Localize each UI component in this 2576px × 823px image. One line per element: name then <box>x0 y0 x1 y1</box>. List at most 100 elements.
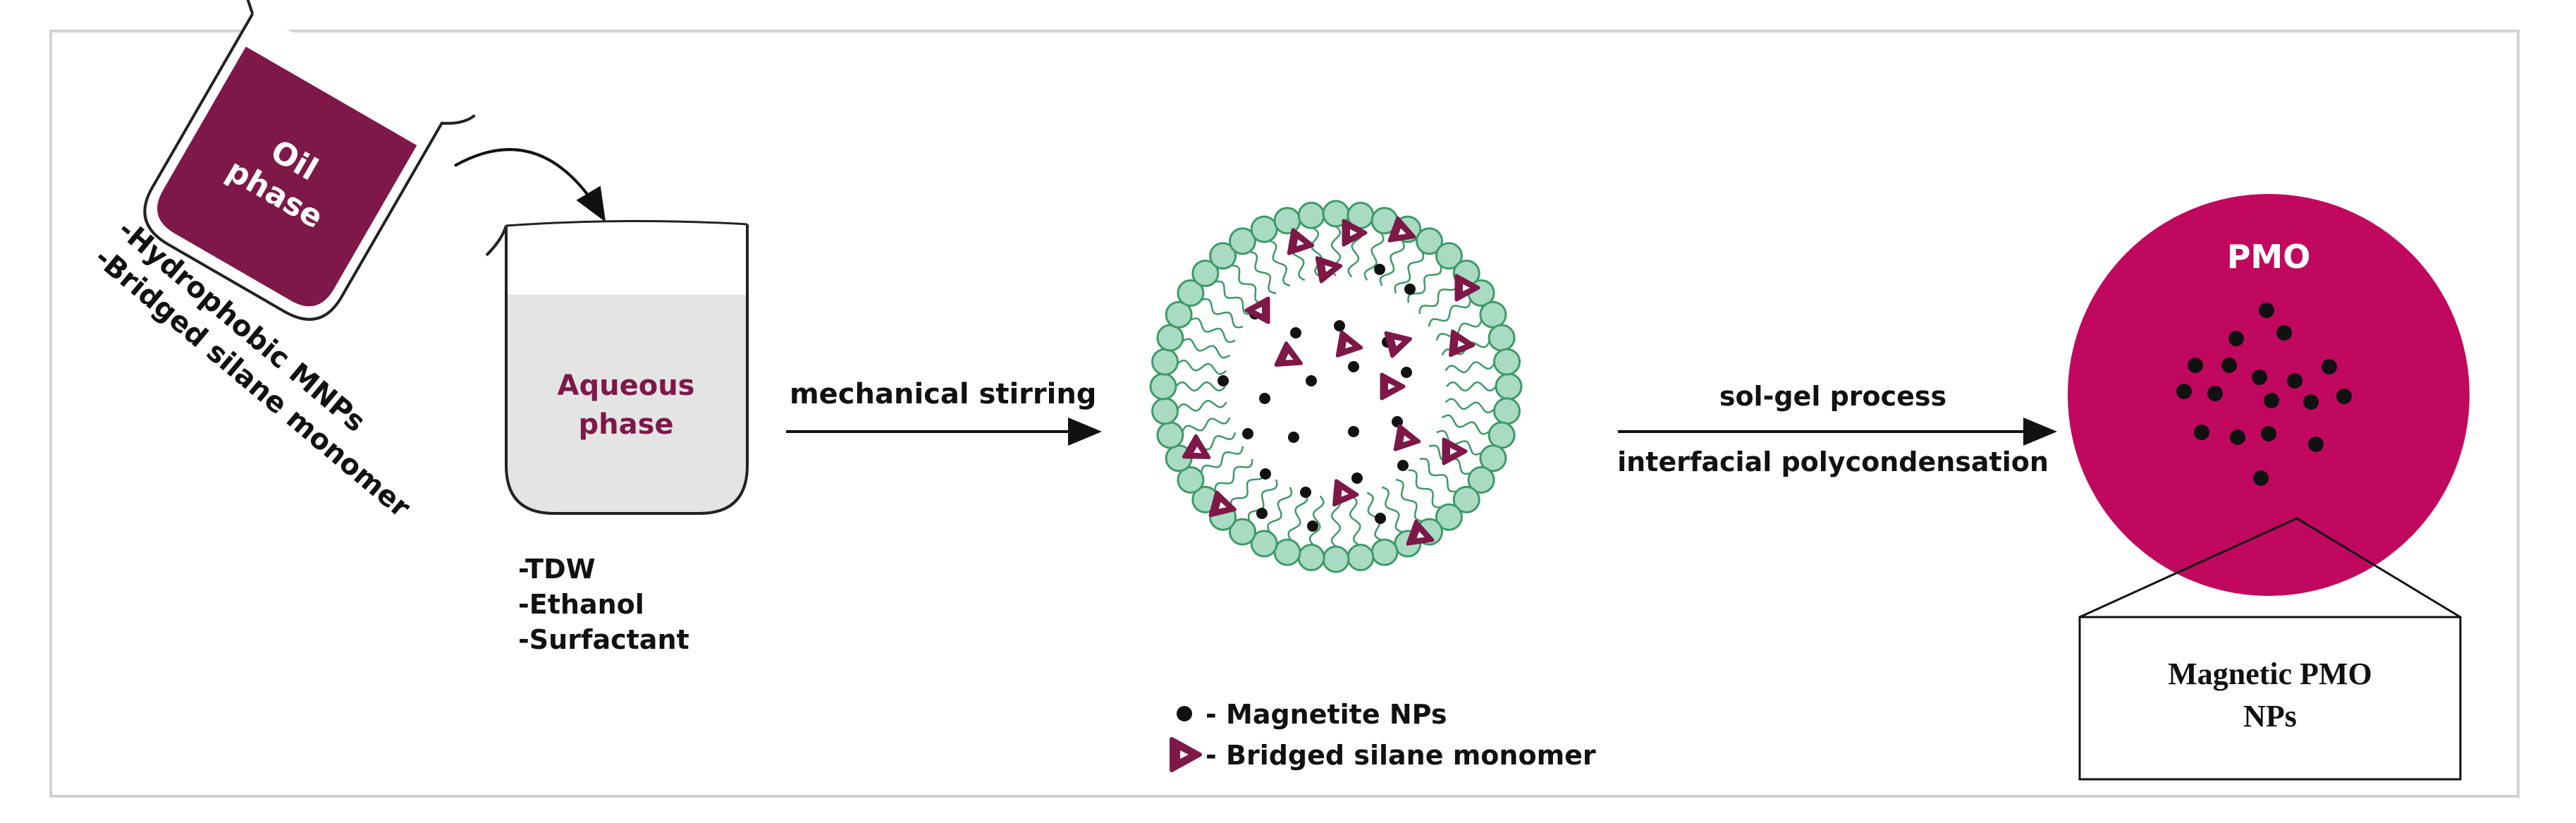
surfactant-tail <box>1231 264 1264 304</box>
surfactant-tail <box>1201 298 1244 329</box>
legend-magnetite-label: - Magnetite NPs <box>1206 699 1447 730</box>
surfactant-tail <box>1308 495 1325 546</box>
surfactant-head <box>1479 444 1507 473</box>
surfactant-head <box>1151 348 1179 376</box>
product-magnetite-np <box>2276 325 2292 341</box>
surfactant-tail <box>1182 338 1230 359</box>
surfactant-head <box>1452 485 1480 513</box>
magnetite-np <box>1218 375 1229 386</box>
silane-monomer <box>1442 437 1468 465</box>
surfactant-tail <box>1366 492 1382 541</box>
step2-label-top: sol-gel process <box>1719 381 1946 412</box>
surfactant-head <box>1229 227 1256 255</box>
legend-magnetite-dot <box>1177 706 1192 721</box>
product-magnetite-np <box>2259 303 2274 318</box>
surfactant-head <box>1165 300 1193 329</box>
surfactant-tail <box>1418 281 1458 315</box>
surfactant-tail <box>1267 487 1293 532</box>
silane-monomer <box>1315 256 1343 284</box>
surfactant-tail <box>1269 240 1291 287</box>
surfactant-head <box>1177 466 1205 494</box>
aqueous-phase-label: Aqueous <box>558 370 695 402</box>
surfactant-tail <box>1394 251 1425 294</box>
surfactant-tail <box>1229 470 1265 508</box>
aqueous-beaker: Aqueous phase <box>485 219 749 515</box>
surfactant-tail <box>1419 458 1457 493</box>
surfactant-head <box>1149 372 1177 401</box>
surfactant-head <box>1435 242 1463 270</box>
product-dots <box>2176 303 2352 486</box>
surfactant-head <box>1370 538 1399 566</box>
surfactant-tail <box>1190 317 1236 343</box>
surfactant-tail <box>1379 240 1405 286</box>
micelle <box>1149 200 1523 573</box>
surfactant-head <box>1416 227 1443 255</box>
product-magnetite-np <box>2308 437 2324 452</box>
magnetite-np <box>1348 361 1359 372</box>
product-magnetite-np <box>2207 386 2223 401</box>
surfactant-tail <box>1311 227 1323 278</box>
surfactant-head <box>1322 545 1350 573</box>
surfactant-head <box>1151 397 1179 425</box>
magnetite-np <box>1374 264 1385 275</box>
surfactant-tail <box>1200 446 1244 473</box>
callout-pointer <box>2079 517 2461 618</box>
surfactant-tail <box>1436 429 1482 456</box>
oil-liquid <box>157 47 417 307</box>
magnetite-np <box>1307 520 1318 532</box>
surfactant-tail <box>1247 479 1278 522</box>
surfactant-head <box>1435 503 1463 531</box>
magnetite-np <box>1306 375 1317 386</box>
magnetite-np <box>1375 513 1386 524</box>
surfactant-head <box>1250 530 1278 558</box>
silane-monomer <box>1342 219 1368 247</box>
product-magnetite-np <box>2230 429 2245 445</box>
surfactant-tail <box>1445 398 1495 414</box>
callout-label: Magnetic PMO <box>2168 657 2372 691</box>
surfactant-head <box>1297 202 1325 229</box>
callout-label-2: NPs <box>2243 699 2297 733</box>
magnetite-np <box>1348 426 1359 437</box>
surfactant-head <box>1297 544 1325 571</box>
magnetite-np <box>1256 508 1268 519</box>
surfactant-head <box>1156 324 1184 352</box>
product-magnetite-np <box>2176 384 2192 399</box>
surfactant-tail <box>1407 265 1442 303</box>
product-magnetite-np <box>2221 358 2237 373</box>
surfactant-head <box>1209 242 1237 270</box>
silane-monomer <box>1208 490 1237 518</box>
surfactant-head <box>1250 215 1278 243</box>
aqueous-liquid <box>506 295 747 513</box>
surfactant-head <box>1495 372 1523 401</box>
product-magnetite-np <box>2188 358 2203 373</box>
product-magnetite-np <box>2322 359 2337 374</box>
surfactant-head <box>1488 421 1516 449</box>
pour-arrow <box>454 148 606 222</box>
silane-monomer <box>1406 519 1435 546</box>
magnetite-np <box>1260 468 1271 480</box>
pmo-label: PMO <box>2227 238 2311 276</box>
frame <box>49 30 2520 798</box>
legend: - Magnetite NPs - Bridged silane monomer <box>1170 699 1596 772</box>
oil-beaker: Oil phase <box>143 0 476 321</box>
aqueous-content-item: -Ethanol <box>518 589 644 620</box>
product-magnetite-np <box>2336 389 2352 404</box>
surfactant-head <box>1229 518 1256 546</box>
surfactant-head <box>1493 397 1521 425</box>
magnetite-np <box>1351 473 1363 484</box>
magnetite-np <box>1242 428 1253 439</box>
surfactant-head <box>1156 421 1184 449</box>
product-magnetite-np <box>2194 425 2209 440</box>
aqueous-phase-label-2: phase <box>578 408 673 441</box>
surfactant-tail <box>1446 381 1497 392</box>
step1-label: mechanical stirring <box>790 378 1096 410</box>
surfactant-tail <box>1349 495 1361 546</box>
aqueous-content-item: -TDW <box>518 554 596 585</box>
magnetite-np <box>1401 367 1412 378</box>
magnetite-np <box>1397 460 1409 471</box>
magnetite-np <box>1334 320 1345 331</box>
magnetite-np <box>1300 487 1311 498</box>
surfactant-head <box>1273 538 1301 566</box>
